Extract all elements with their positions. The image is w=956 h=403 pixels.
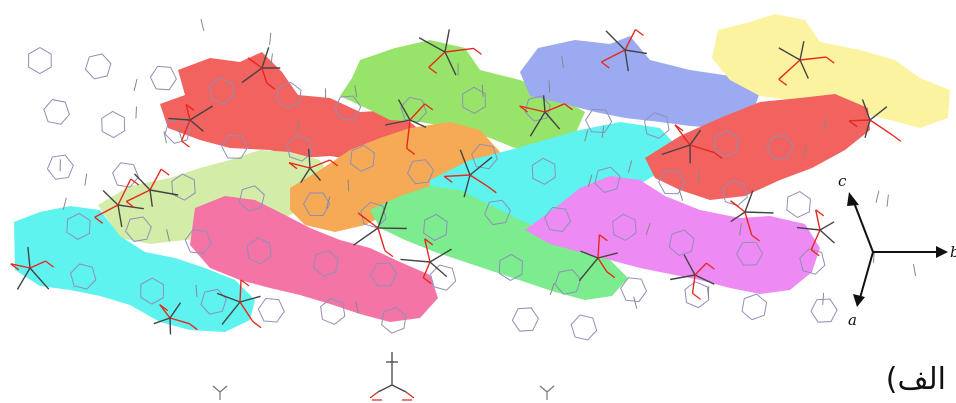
ring-outline (28, 47, 52, 75)
bottom-fragments (212, 352, 555, 401)
a-axis-arrow (859, 251, 874, 299)
metal-centre (600, 28, 648, 72)
blue-molecule-top (520, 36, 760, 128)
metal-centre (661, 124, 723, 164)
metal-centre (10, 247, 54, 290)
substituent-tick (645, 222, 651, 236)
yellow-molecule-top-right (712, 14, 950, 128)
substituent-tick (823, 117, 827, 130)
ring-outline (566, 309, 602, 346)
substituent-tick (822, 292, 825, 305)
pink-molecule-lower (190, 196, 438, 322)
metal-centre (778, 40, 835, 86)
red-molecule-right (645, 94, 870, 200)
metal-centre (125, 168, 179, 209)
metal-centre (241, 47, 281, 90)
metal-centre (443, 149, 497, 198)
substituent-tick (135, 106, 137, 119)
metal-centre (418, 29, 482, 76)
metal-centre (168, 103, 213, 148)
substituent-tick (270, 53, 273, 66)
metal-centre (216, 279, 262, 329)
substituent-tick (627, 160, 633, 173)
metal-centre (796, 209, 835, 257)
panel-label: الف) (885, 362, 946, 397)
metal-centre (730, 190, 774, 242)
b-axis-arrowhead (936, 246, 948, 258)
ring-outline (95, 107, 131, 142)
metal-centre (519, 95, 573, 137)
ring-outline (254, 292, 289, 328)
substituent-tick (913, 263, 916, 277)
substituent-tick (739, 223, 742, 236)
a-axis-arrowhead (853, 294, 865, 307)
metal-centre (400, 238, 452, 285)
substituent-tick (166, 229, 170, 242)
ring-outline (83, 50, 114, 83)
substituent-tick (875, 190, 880, 203)
metal-centre (288, 148, 339, 184)
b-axis-label: b (950, 243, 956, 261)
substituent-tick (601, 125, 605, 138)
a-axis-label: a (848, 311, 857, 329)
fragment-center (369, 352, 415, 401)
fragment-right (539, 385, 555, 400)
substituent-tick (269, 32, 272, 45)
fragment-left (212, 385, 228, 400)
crystal-axes: c b a (838, 172, 956, 329)
metal-centre (670, 254, 715, 300)
substituent-tick (325, 196, 331, 209)
substituent-tick (297, 120, 300, 133)
substituent-tick (548, 80, 551, 93)
c-axis-arrow (852, 199, 874, 253)
substituent-tick (633, 296, 638, 309)
substituent-tick (584, 129, 589, 142)
c-axis-label: c (838, 172, 847, 190)
substituent-tick (62, 197, 67, 210)
substituent-tick (133, 78, 138, 92)
substituent-tick (561, 56, 564, 69)
substituent-tick (200, 18, 205, 32)
metal-centre (353, 201, 407, 258)
ring-outline (679, 277, 715, 313)
bond-network (10, 18, 916, 335)
metal-centre (153, 302, 198, 335)
substituent-tick (163, 131, 167, 144)
ring-outline (509, 302, 542, 337)
metal-centre (385, 99, 434, 155)
substituent-tick (802, 145, 807, 159)
substituent-tick (886, 194, 889, 207)
orange-molecule-center (290, 122, 500, 232)
metal-centre (578, 234, 618, 282)
metal-centre (94, 178, 144, 228)
metal-centre (848, 99, 902, 142)
c-axis-arrowhead (847, 192, 859, 206)
substituent-tick (177, 127, 183, 140)
substituent-tick (678, 188, 684, 201)
substituent-tick (355, 301, 359, 314)
magenta-molecule-lower-right (525, 176, 820, 294)
ring-outline (39, 94, 75, 130)
substituent-tick (195, 284, 198, 297)
substituent-tick (549, 282, 555, 296)
substituent-tick (354, 85, 358, 98)
substituent-tick (587, 174, 593, 187)
substituent-tick (481, 84, 484, 97)
substituent-tick (84, 173, 88, 186)
ring-outline (146, 60, 181, 96)
ring-outline (807, 293, 841, 328)
ring-outline (785, 190, 812, 219)
substituent-tick (347, 179, 350, 192)
ring-outline (740, 291, 769, 323)
